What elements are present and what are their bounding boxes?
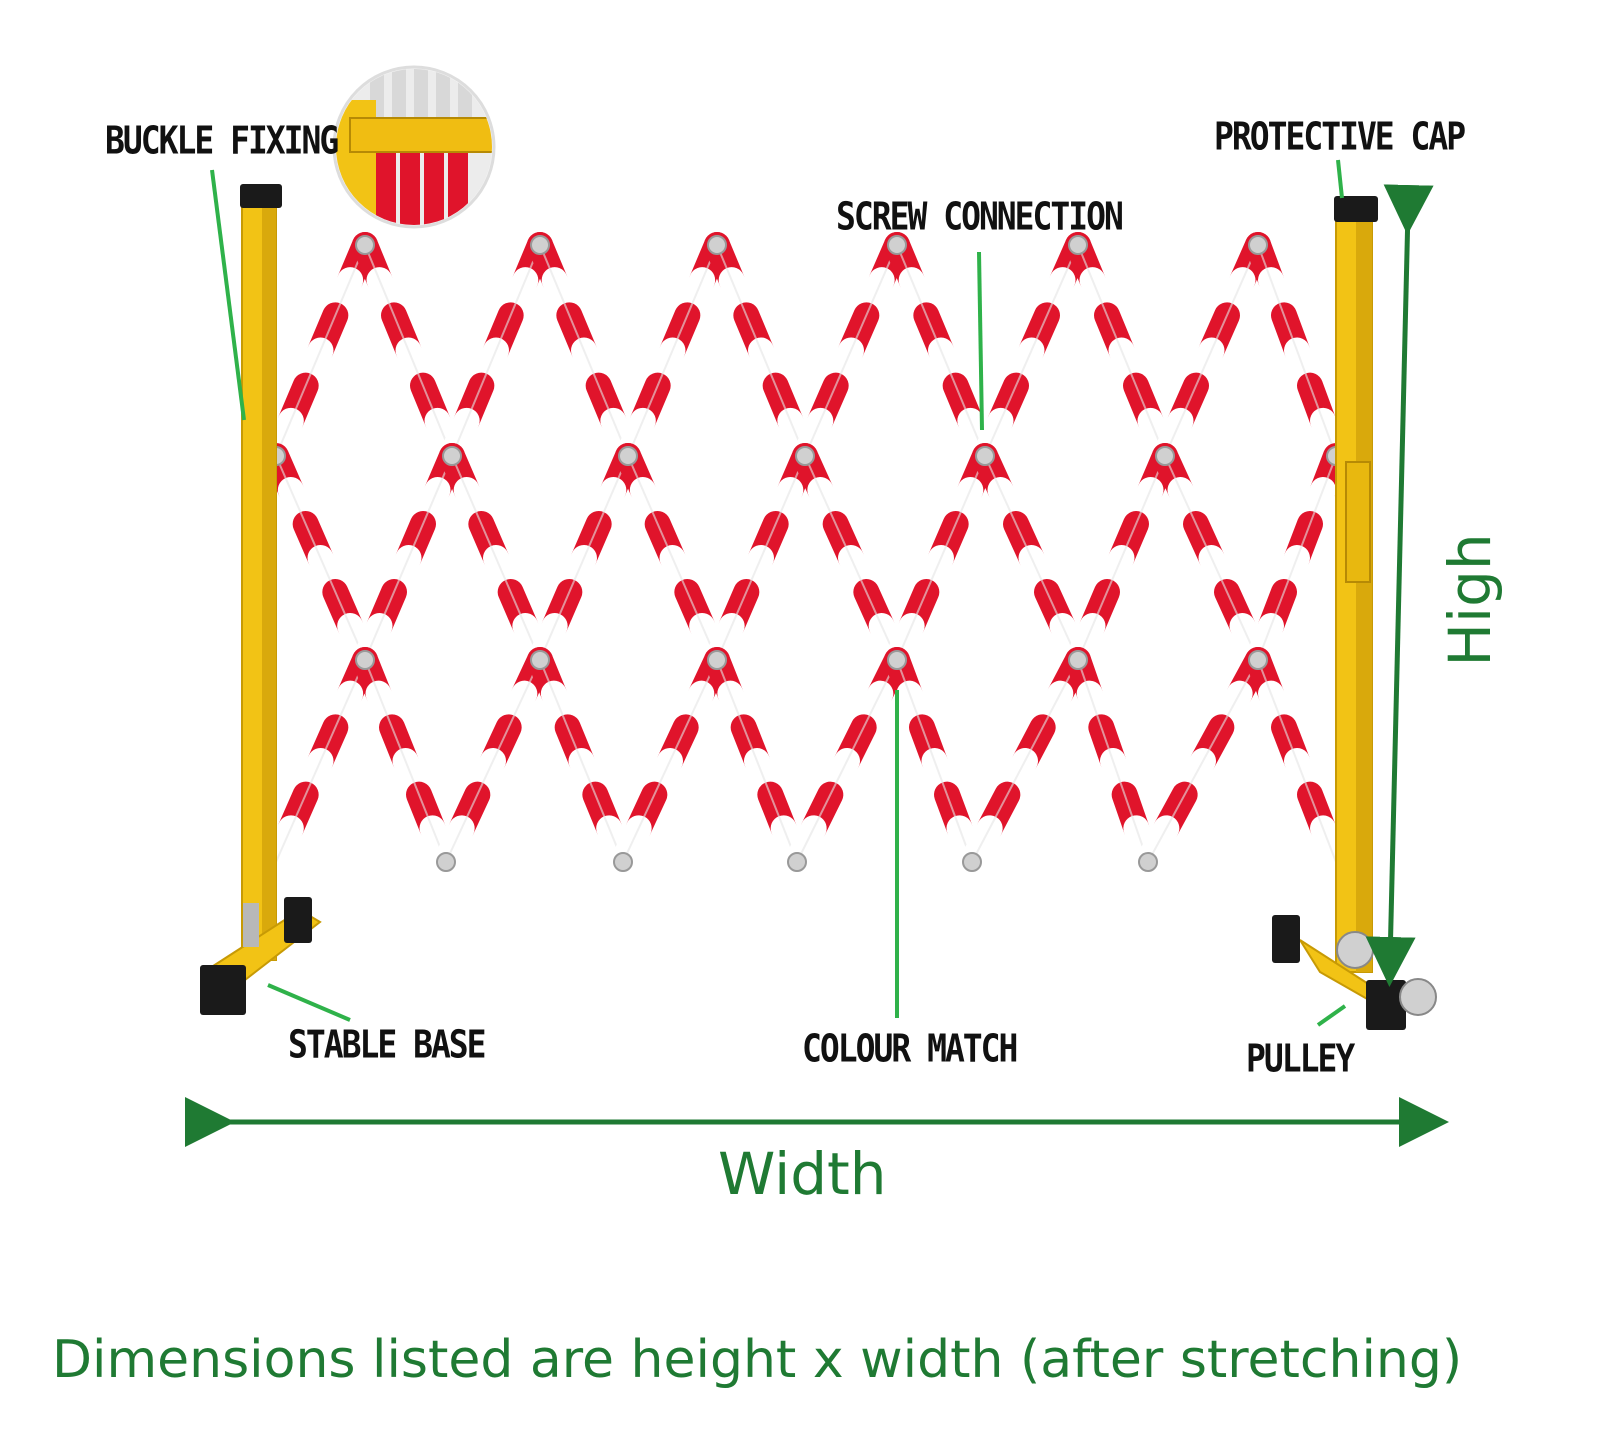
label-protective-cap: PROTECTIVE CAP (1214, 114, 1466, 159)
label-buckle-fixing: BUCKLE FIXING (105, 118, 339, 163)
dimensions-caption: Dimensions listed are height x width (af… (52, 1330, 1463, 1390)
buckle-fixing-inset (332, 65, 496, 229)
screw-joint (530, 235, 550, 255)
screw-joint (355, 235, 375, 255)
label-stable-base: STABLE BASE (288, 1022, 487, 1067)
scissor-bar-outline (275, 455, 366, 661)
scissor-bar-outline (984, 244, 1079, 457)
scissor-bar-outline (804, 244, 898, 457)
scissor-bar-outline (364, 244, 453, 457)
pulley-wheel-1 (1336, 931, 1374, 969)
screw-joint (795, 446, 815, 466)
screw-joint (1068, 235, 1088, 255)
scissor-bar-outline (364, 455, 453, 661)
scissor-bar-outline (1077, 244, 1166, 457)
scissor-bar-outline (451, 455, 541, 661)
screw-joint (1248, 235, 1268, 255)
buckle-plate (1345, 461, 1371, 583)
leader-buckle-fixing (210, 169, 246, 421)
height-dimension-label: High (1436, 533, 1504, 667)
leader-protective-cap (1336, 159, 1344, 199)
leader-stable-base (267, 983, 351, 1022)
left-post (200, 184, 322, 1015)
screw-joint (1068, 650, 1088, 670)
scissor-bar-outline (1257, 244, 1337, 457)
left-protective-cap (240, 184, 282, 208)
scissor-bar-outline (716, 244, 806, 457)
screw-joint (887, 235, 907, 255)
scissor-bar-outline (622, 659, 718, 863)
scissor-bar-outline (627, 244, 718, 457)
label-screw-connection: SCREW CONNECTION (836, 194, 1124, 239)
screw-joint (355, 650, 375, 670)
scissor-bar-outline (796, 659, 898, 863)
scissor-bar-outline (451, 244, 541, 457)
scissor-bar-outline (1257, 659, 1337, 863)
screw-joint (613, 852, 633, 872)
scissor-bar-outline (804, 455, 898, 661)
screw-joint (1248, 650, 1268, 670)
screw-joint (618, 446, 638, 466)
screw-joint (436, 852, 456, 872)
scissor-bar-outline (1257, 455, 1337, 661)
scissor-bar-outline (896, 659, 973, 863)
right-post (1272, 196, 1437, 1030)
scissor-bar-outline (275, 659, 366, 863)
screw-joint (1138, 852, 1158, 872)
pulley-wheel-2 (1399, 978, 1437, 1016)
screw-joint (975, 446, 995, 466)
screw-joint (887, 650, 907, 670)
scissor-bar-outline (1164, 244, 1259, 457)
screw-joint (707, 650, 727, 670)
scissor-bar-outline (716, 455, 806, 661)
label-colour-match: COLOUR MATCH (802, 1026, 1018, 1071)
scissor-bar-outline (984, 455, 1079, 661)
scissor-bars (263, 232, 1349, 875)
width-dimension-label: Width (718, 1140, 887, 1208)
screw-joint (442, 446, 462, 466)
left-base-cap (200, 965, 246, 1015)
scissor-bar-outline (627, 455, 718, 661)
scissor-bar-outline (445, 659, 541, 863)
right-protective-cap (1334, 196, 1378, 222)
scissor-bar-outline (539, 244, 629, 457)
scissor-bar-outline (971, 659, 1079, 863)
screw-joint (1155, 446, 1175, 466)
scissor-bar-outline (1077, 659, 1149, 863)
scissor-bar-outline (896, 455, 986, 661)
scissor-bar-outline (896, 244, 986, 457)
scissor-bar-outline (1147, 659, 1259, 863)
scissor-bar-outline (1164, 455, 1259, 661)
scissor-bar-outline (1077, 455, 1166, 661)
label-pulley: PULLEY (1246, 1036, 1355, 1081)
scissor-bar-outline (364, 659, 447, 863)
scissor-bar-outline (539, 659, 624, 863)
screw-joint (962, 852, 982, 872)
screw-joint (707, 235, 727, 255)
scissor-bar-outline (716, 659, 798, 863)
scissor-bar-outline (539, 455, 629, 661)
leader-pulley (1316, 1004, 1347, 1027)
scissor-bar-outline (275, 244, 366, 457)
screw-joint (530, 650, 550, 670)
leader-screw-connection (977, 251, 984, 431)
leader-lines (210, 159, 1347, 1027)
screw-joint (787, 852, 807, 872)
height-dimension-arrow (1365, 184, 1434, 987)
